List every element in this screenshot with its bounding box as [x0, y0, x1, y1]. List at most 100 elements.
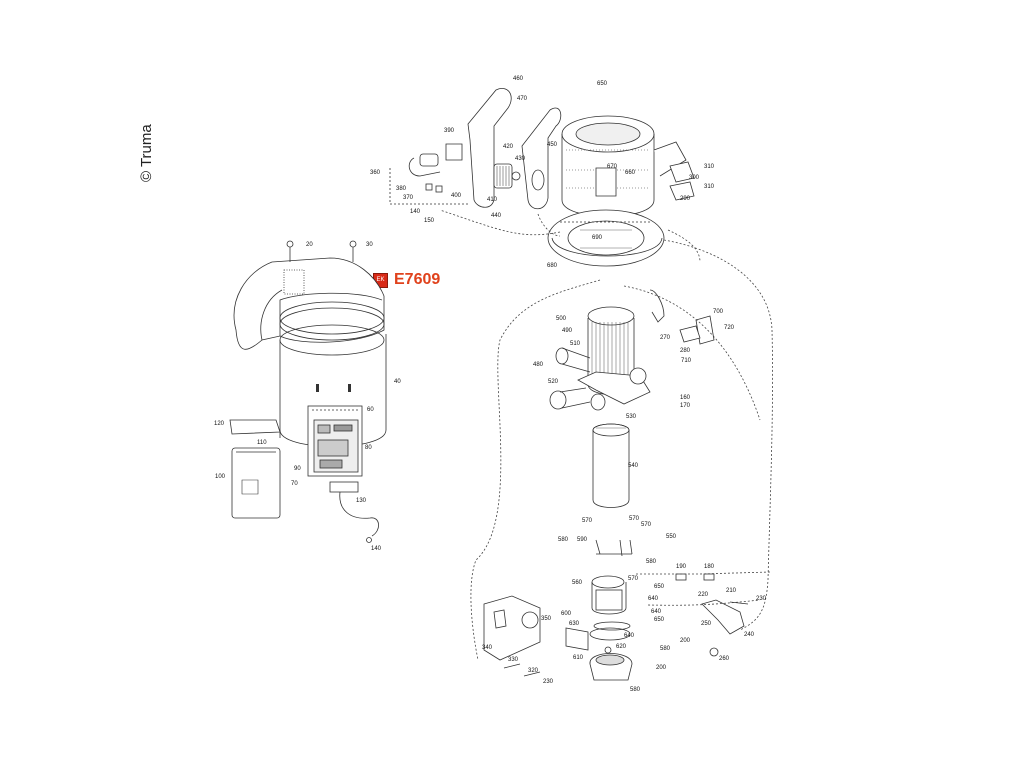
part-label-590: 590 — [577, 537, 588, 543]
part-label-570: 570 — [629, 516, 640, 522]
part-label-710: 710 — [681, 358, 692, 364]
part-label-230: 230 — [756, 596, 767, 602]
part-label-570: 570 — [582, 518, 593, 524]
part-label-650: 650 — [654, 584, 665, 590]
bracket-300 — [669, 161, 695, 201]
part-label-220: 220 — [698, 592, 709, 598]
part-label-130: 130 — [356, 498, 367, 504]
part-label-640: 640 — [624, 633, 635, 639]
part-label-110: 110 — [257, 440, 267, 446]
wires — [439, 209, 773, 661]
part-label-120: 120 — [214, 421, 225, 427]
part-label-360: 360 — [370, 170, 381, 176]
part-label-400: 400 — [451, 193, 462, 199]
part-label-470: 470 — [517, 96, 528, 102]
part-label-570: 570 — [628, 576, 639, 582]
bracket-710 — [649, 289, 715, 345]
part-label-240: 240 — [744, 632, 755, 638]
burner-plate — [547, 209, 665, 267]
part-label-160: 160 — [680, 395, 691, 401]
part-label-320: 320 — [528, 668, 539, 674]
part-label-210: 210 — [726, 588, 737, 594]
part-label-310: 310 — [704, 164, 715, 170]
part-label-390: 390 — [444, 128, 455, 134]
part-label-410: 410 — [487, 197, 498, 203]
part-label-570: 570 — [641, 522, 652, 528]
part-label-500: 500 — [556, 316, 567, 322]
part-label-300: 300 — [689, 175, 700, 181]
part-label-290: 290 — [680, 196, 691, 202]
part-label-610: 610 — [573, 655, 584, 661]
part-label-640: 640 — [651, 609, 662, 615]
part-label-640: 640 — [648, 596, 659, 602]
part-label-140: 140 — [371, 546, 382, 552]
part-label-150: 150 — [424, 218, 435, 224]
part-label-180: 180 — [704, 564, 715, 570]
part-label-440: 440 — [491, 213, 502, 219]
mounting-bracket-350 — [483, 595, 589, 677]
part-label-30: 30 — [366, 242, 373, 248]
burner-fan-housing — [561, 115, 687, 217]
exhaust-tube — [592, 423, 630, 508]
part-label-100: 100 — [215, 474, 226, 480]
part-label-720: 720 — [724, 325, 735, 331]
part-label-200: 200 — [680, 638, 691, 644]
part-label-280: 280 — [680, 348, 691, 354]
part-label-260: 260 — [719, 656, 730, 662]
part-label-370: 370 — [403, 195, 414, 201]
boiler-casing — [233, 240, 387, 447]
heat-exchanger — [549, 306, 651, 411]
part-label-580: 580 — [646, 559, 657, 565]
part-label-20: 20 — [306, 242, 313, 248]
part-label-680: 680 — [547, 263, 558, 269]
cable-130 — [329, 481, 379, 543]
model-code: E7609 — [394, 271, 441, 288]
part-label-380: 380 — [396, 186, 407, 192]
part-label-450: 450 — [547, 142, 558, 148]
part-label-580: 580 — [630, 687, 641, 693]
part-label-250: 250 — [701, 621, 712, 627]
part-label-650: 650 — [654, 617, 665, 623]
part-label-620: 620 — [616, 644, 627, 650]
part-label-660: 660 — [625, 170, 636, 176]
part-label-200: 200 — [656, 665, 667, 671]
part-label-40: 40 — [394, 379, 401, 385]
part-label-700: 700 — [713, 309, 724, 315]
gas-burner — [589, 539, 633, 681]
part-label-230: 230 — [543, 679, 554, 685]
part-label-560: 560 — [572, 580, 583, 586]
part-label-90: 90 — [294, 466, 301, 472]
part-label-540: 540 — [628, 463, 639, 469]
part-label-690: 690 — [592, 235, 603, 241]
part-label-550: 550 — [666, 534, 677, 540]
part-label-650: 650 — [597, 81, 608, 87]
part-label-460: 460 — [513, 76, 524, 82]
part-label-630: 630 — [569, 621, 580, 627]
control-board — [307, 405, 363, 477]
part-label-670: 670 — [607, 164, 618, 170]
part-label-350: 350 — [541, 616, 552, 622]
motor-360 — [389, 143, 470, 205]
part-label-70: 70 — [291, 481, 298, 487]
part-label-330: 330 — [508, 657, 519, 663]
part-label-520: 520 — [548, 379, 559, 385]
side-hoods — [467, 88, 562, 210]
part-label-140: 140 — [410, 209, 421, 215]
part-label-490: 490 — [562, 328, 573, 334]
part-label-340: 340 — [482, 645, 493, 651]
part-label-270: 270 — [660, 335, 671, 341]
part-label-580: 580 — [660, 646, 671, 652]
electronics-cover — [229, 419, 281, 519]
part-label-510: 510 — [570, 341, 581, 347]
part-label-530: 530 — [626, 414, 637, 420]
part-label-190: 190 — [676, 564, 687, 570]
part-label-430: 430 — [515, 156, 526, 162]
part-label-580: 580 — [558, 537, 569, 543]
part-label-310: 310 — [704, 184, 715, 190]
part-label-420: 420 — [503, 144, 514, 150]
part-label-170: 170 — [680, 403, 691, 409]
part-label-600: 600 — [561, 611, 572, 617]
